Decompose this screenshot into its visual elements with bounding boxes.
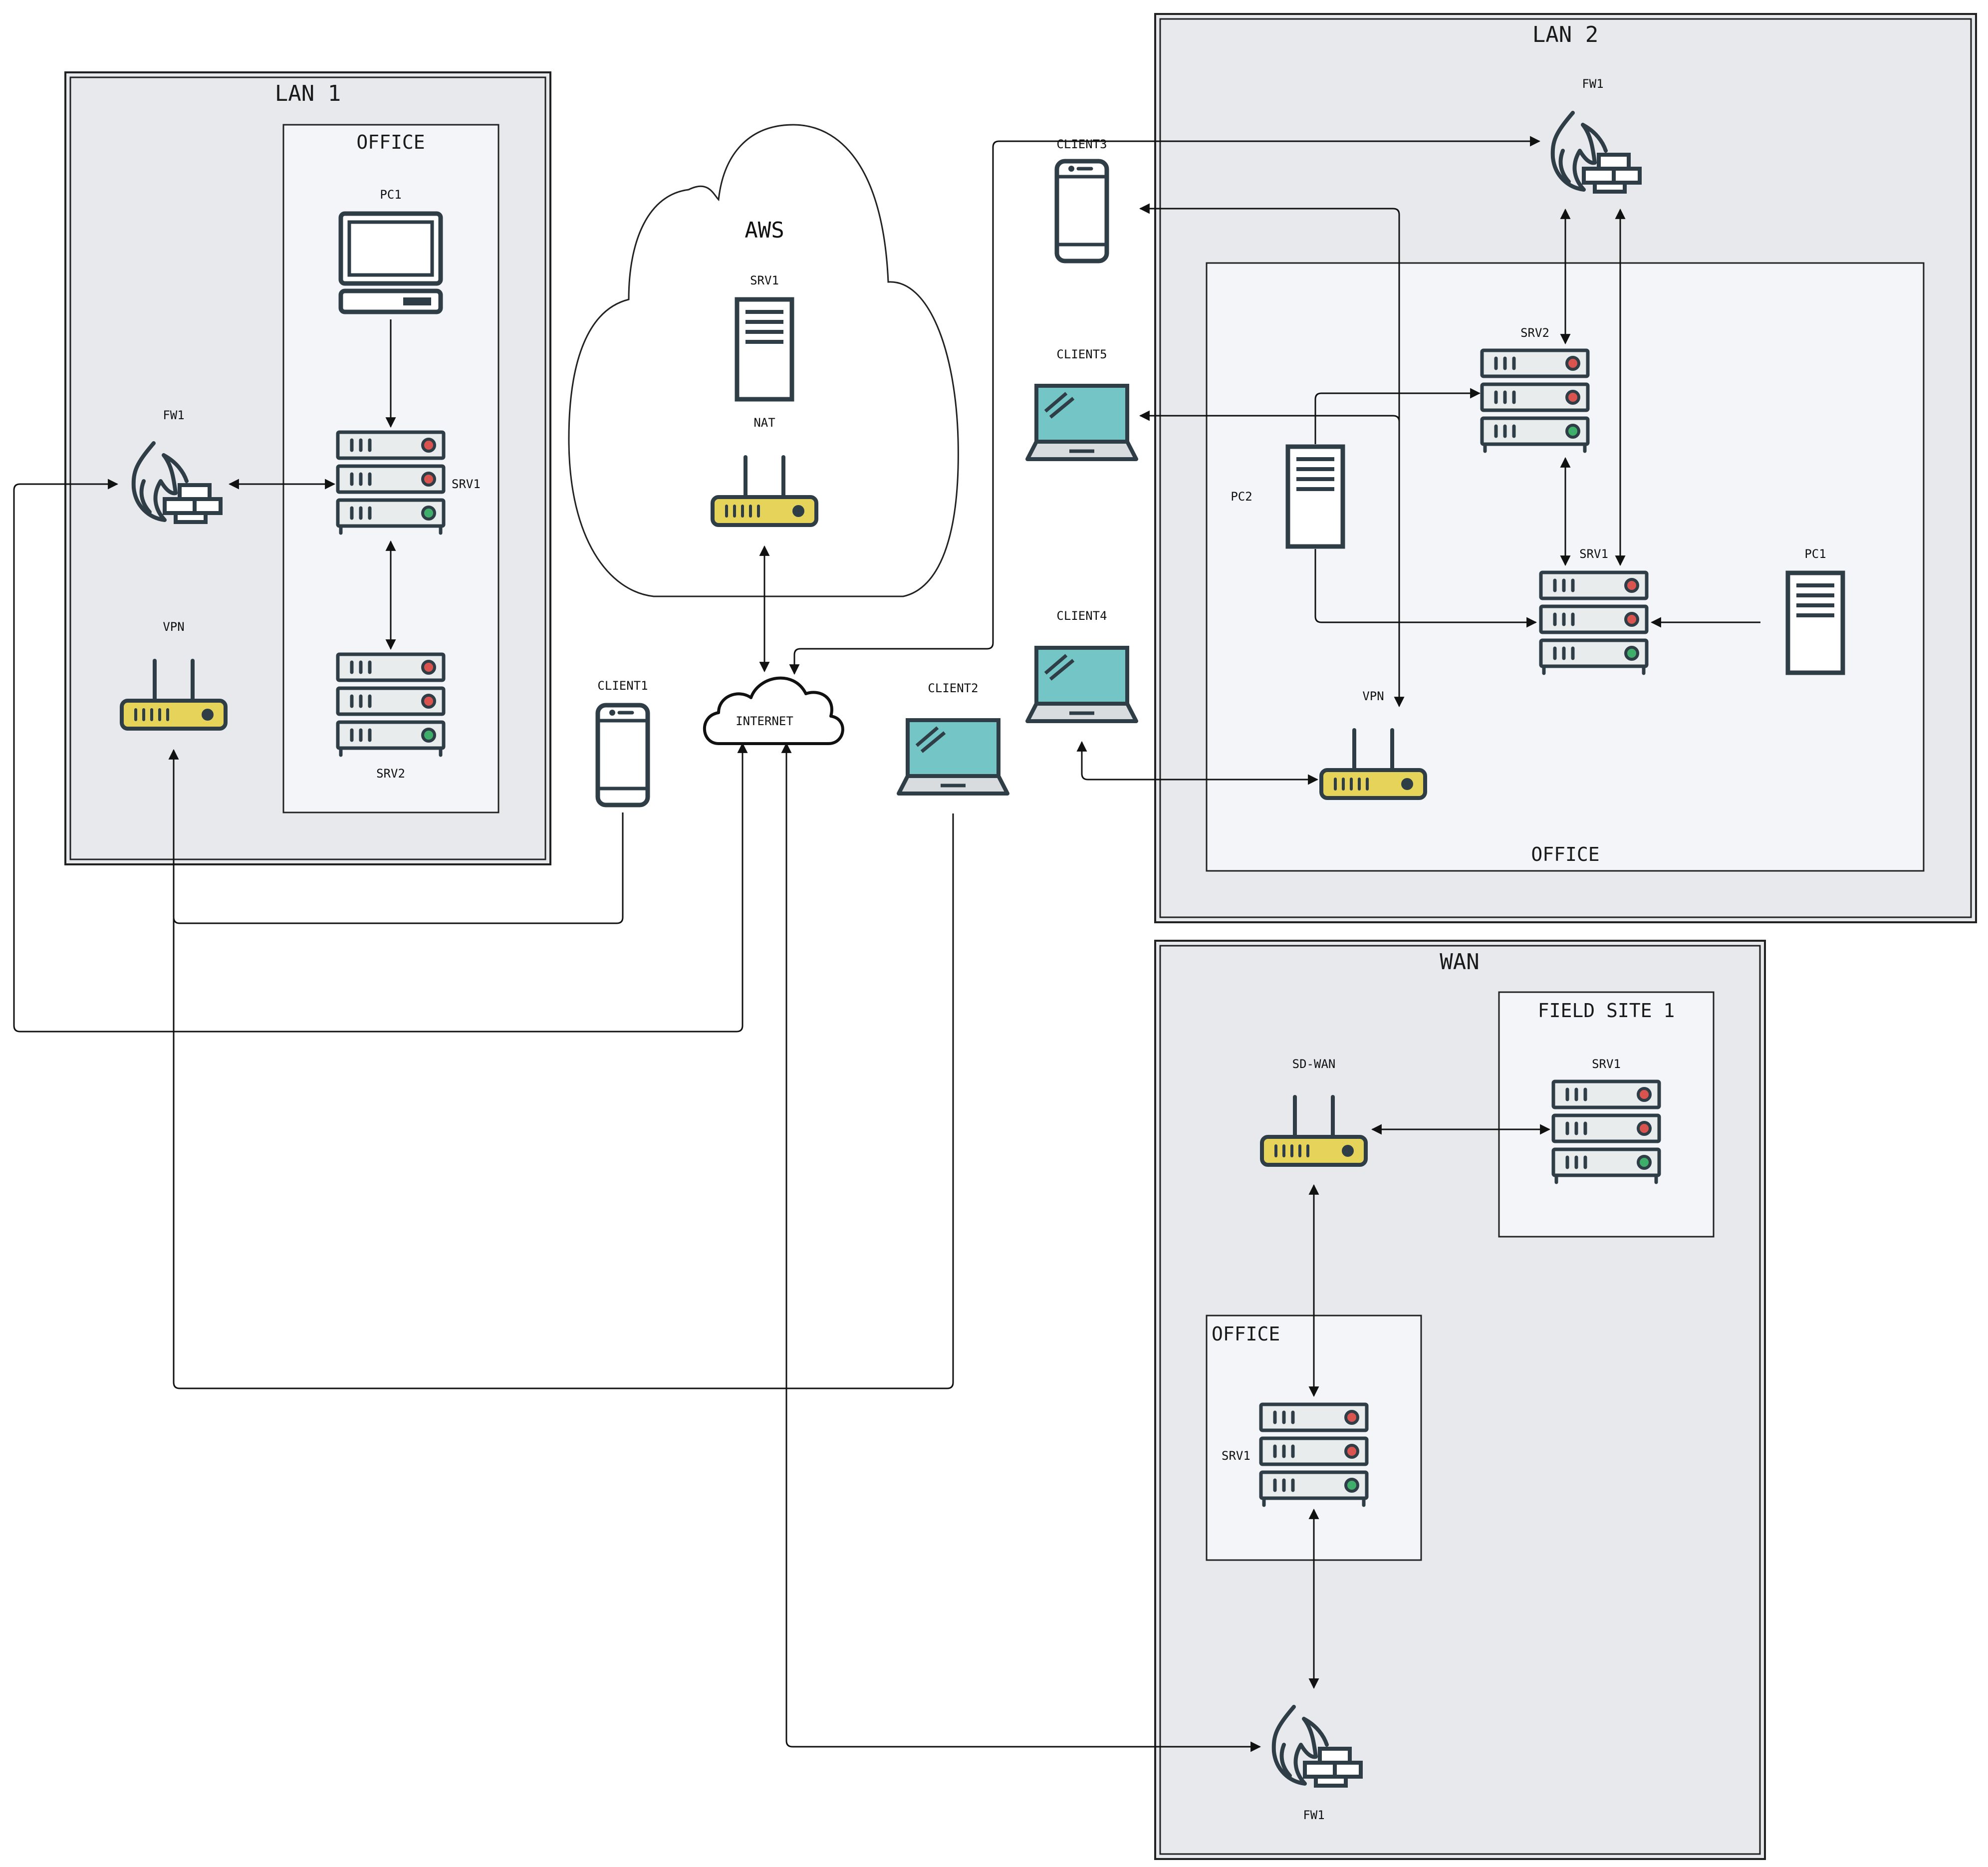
device-label: SRV1 xyxy=(750,273,779,287)
field-site-title: FIELD SITE 1 xyxy=(1538,1000,1675,1022)
device-label: INTERNET xyxy=(736,714,793,728)
wan-fw1[interactable]: FW1 xyxy=(1274,1707,1361,1822)
wan-office-srv1[interactable]: SRV1 xyxy=(1222,1404,1367,1505)
server-tower-icon xyxy=(1788,573,1843,673)
server-rack-icon xyxy=(1541,572,1647,673)
device-label: SRV1 xyxy=(1592,1057,1621,1071)
client4[interactable]: CLIENT4 xyxy=(1027,609,1136,721)
wan-office-title: OFFICE xyxy=(1212,1323,1280,1345)
aws-nat[interactable]: NAT xyxy=(713,416,816,525)
lan1-srv1[interactable]: SRV1 xyxy=(338,432,481,533)
laptop-icon xyxy=(1027,386,1136,459)
lan2-vpn[interactable]: VPN xyxy=(1321,689,1425,798)
device-label: PC1 xyxy=(1804,547,1826,561)
server-rack-icon xyxy=(1261,1404,1367,1505)
aws-srv1[interactable]: SRV1 xyxy=(737,273,792,399)
aws-title: AWS xyxy=(745,218,784,243)
lan1-office-title: OFFICE xyxy=(356,131,425,153)
link-lan1-fw1-internet xyxy=(13,479,748,1033)
device-label: CLIENT4 xyxy=(1056,609,1107,623)
link-lan2-pc2-srv1 xyxy=(1314,549,1537,628)
server-rack-icon xyxy=(1482,350,1588,451)
device-label: FW1 xyxy=(1582,77,1603,91)
device-label: SRV2 xyxy=(376,767,405,781)
device-label: SRV1 xyxy=(1222,1449,1250,1463)
wan-title: WAN xyxy=(1440,949,1479,975)
client3[interactable]: CLIENT3 xyxy=(1056,137,1107,261)
server-rack-icon xyxy=(338,654,444,755)
server-rack-icon xyxy=(1553,1081,1659,1182)
lan1-srv2[interactable]: SRV2 xyxy=(338,654,444,781)
lan1-title: LAN 1 xyxy=(275,81,341,106)
server-tower-icon xyxy=(737,299,792,399)
device-label: VPN xyxy=(163,620,184,634)
lan1-vpn[interactable]: VPN xyxy=(122,620,226,729)
server-rack-icon xyxy=(338,432,444,533)
link-lan2-pc2-srv2 xyxy=(1314,388,1481,444)
link-client2-lan1-vpn xyxy=(173,813,954,1389)
link-client5-lan2-vpn xyxy=(1139,410,1400,422)
device-label: PC1 xyxy=(380,188,401,202)
device-label: CLIENT1 xyxy=(597,679,648,693)
lan2-fw1[interactable]: FW1 xyxy=(1553,77,1640,192)
device-label: SRV1 xyxy=(452,477,481,491)
client1[interactable]: CLIENT1 xyxy=(597,679,648,805)
lan2-office-title: OFFICE xyxy=(1531,843,1599,865)
wan-sdwan[interactable]: SD-WAN xyxy=(1262,1057,1366,1165)
link-internet-lan2-fw1 xyxy=(789,136,1541,675)
device-label: FW1 xyxy=(1303,1808,1324,1822)
lan2-srv2[interactable]: SRV2 xyxy=(1482,326,1588,451)
wan-field-srv1[interactable]: SRV1 xyxy=(1553,1057,1659,1182)
laptop-icon xyxy=(1027,648,1136,721)
device-label: SD-WAN xyxy=(1292,1057,1336,1071)
mobile-phone-icon xyxy=(598,705,648,805)
device-label: FW1 xyxy=(163,408,184,422)
client5[interactable]: CLIENT5 xyxy=(1027,347,1136,459)
client2[interactable]: CLIENT2 xyxy=(899,681,1007,794)
mobile-phone-icon xyxy=(1057,161,1107,261)
internet-cloud[interactable]: INTERNET xyxy=(703,676,844,745)
lan2-pc1[interactable]: PC1 xyxy=(1788,547,1843,673)
laptop-icon xyxy=(899,720,1007,794)
device-label: NAT xyxy=(753,416,775,430)
device-label: VPN xyxy=(1362,689,1384,703)
link-client4-lan2-vpn xyxy=(1076,741,1319,785)
link-internet-wan-fw1 xyxy=(781,742,1261,1752)
device-label: PC2 xyxy=(1231,490,1252,504)
lan2-srv1[interactable]: SRV1 xyxy=(1541,547,1647,673)
lan2-pc2[interactable]: PC2 xyxy=(1231,447,1343,546)
cloud-icon xyxy=(703,676,844,745)
device-label: CLIENT3 xyxy=(1056,137,1107,151)
link-client3-lan2-vpn xyxy=(1139,203,1405,708)
lan1-pc1[interactable]: PC1 xyxy=(341,188,441,312)
wan-zone: WAN FIELD SITE 1 OFFICE xyxy=(1154,940,1766,1860)
desktop-monitor-icon xyxy=(341,214,441,312)
connections xyxy=(13,136,1760,1752)
lan1-fw1[interactable]: FW1 xyxy=(134,408,221,522)
device-label: CLIENT2 xyxy=(928,681,978,695)
lan2-title: LAN 2 xyxy=(1532,22,1598,47)
device-label: SRV2 xyxy=(1520,326,1549,340)
device-label: CLIENT5 xyxy=(1056,347,1107,361)
server-tower-icon xyxy=(1288,447,1343,546)
device-label: SRV1 xyxy=(1579,547,1608,561)
